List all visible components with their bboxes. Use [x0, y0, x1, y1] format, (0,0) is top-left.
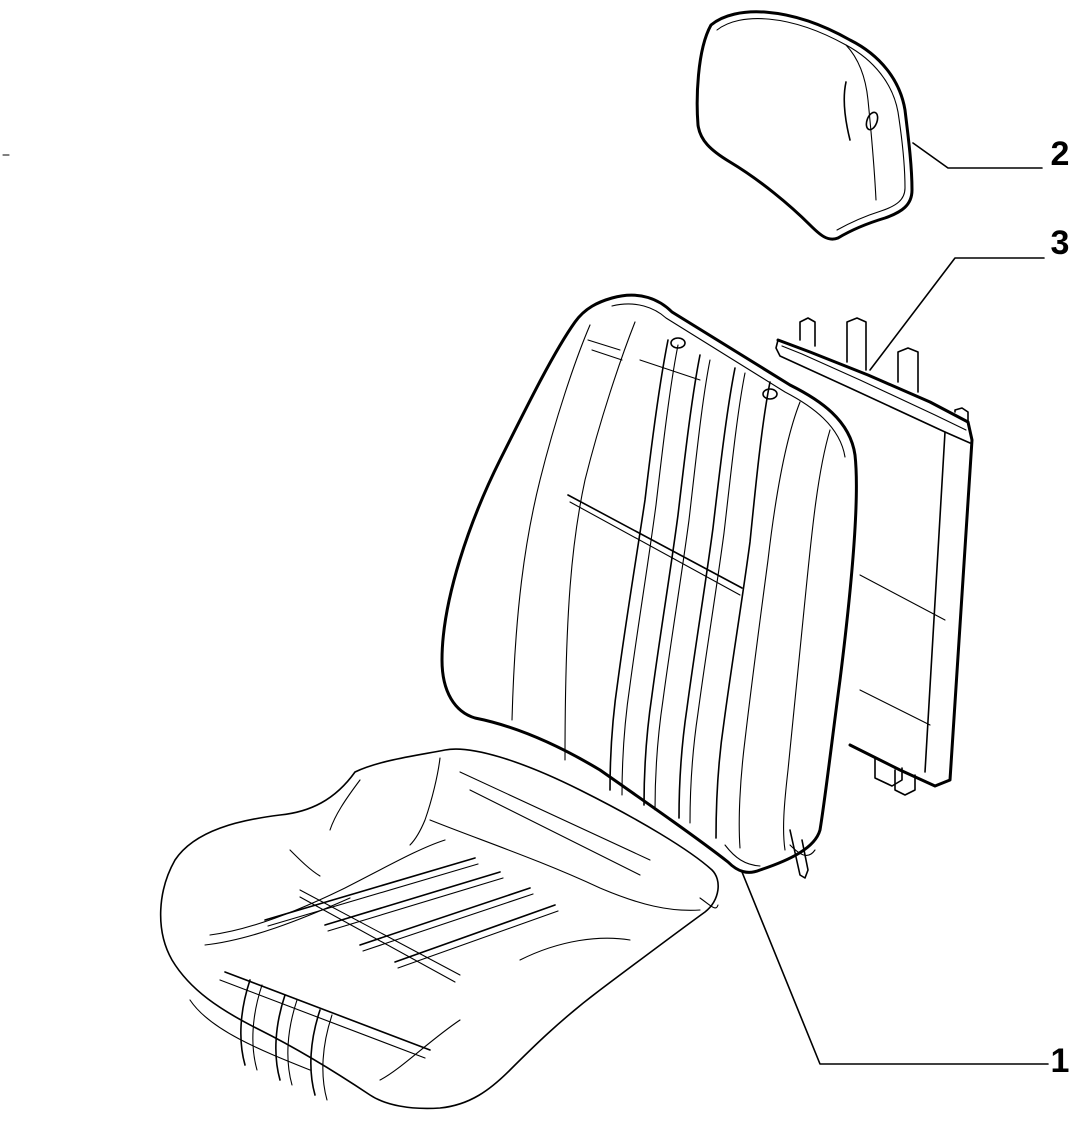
headrest-part[interactable] [695, 10, 914, 241]
callout-3-leader [869, 257, 1045, 371]
callout-2-label: 2 [1051, 135, 1070, 173]
seat-cushion-part[interactable] [159, 748, 719, 1110]
callout-3-label: 3 [1051, 224, 1070, 262]
callout-1-label: 1 [1051, 1042, 1070, 1080]
callout-1: 1 [741, 871, 1070, 1080]
backrest-cushion-part[interactable] [440, 293, 858, 874]
backrest-frame-part[interactable] [775, 317, 974, 879]
callout-2: 2 [912, 135, 1070, 173]
callout-3: 3 [869, 224, 1070, 371]
callout-1-leader [741, 871, 1049, 1065]
callout-2-leader [912, 142, 1043, 169]
